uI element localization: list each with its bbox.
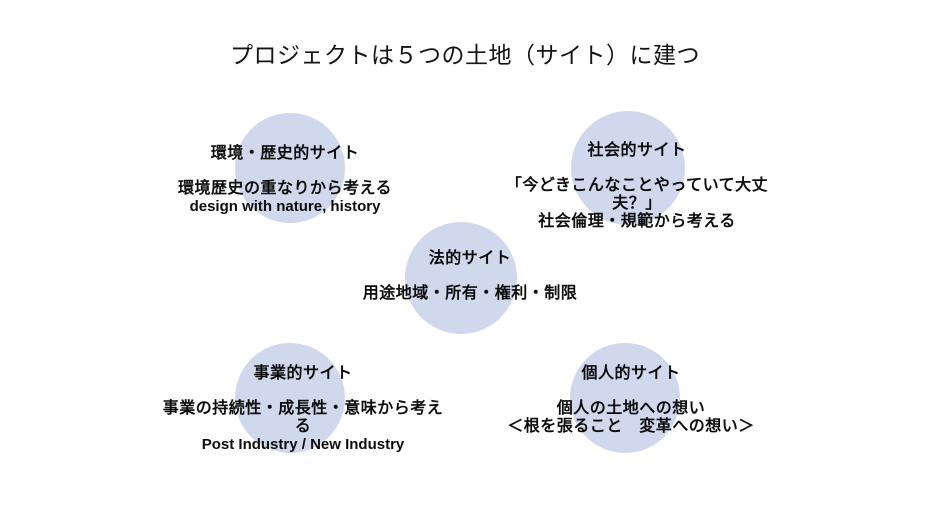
site-circle-social [571,111,685,225]
site-heading: 法的サイト [428,250,512,267]
site-description-line: 「今どきこんなことやっていて大丈 [505,177,769,194]
slide-title: プロジェクトは５つの土地（サイト）に建つ [230,42,700,68]
site-description-line: 社会倫理・規範から考える [538,213,736,230]
site-description: 事業の持続性・成長性・意味から考え る Post Industry / New … [143,400,463,454]
site-description: 用途地域・所有・権利・制限 [310,285,630,303]
site-description-line: Post Industry / New Industry [201,436,405,453]
site-personal: 個人的サイト 個人の土地への想い ＜根を張ること 変革への想い＞ [471,365,791,436]
site-environment-history: 環境・歴史的サイト 環境歴史の重なりから考える design with natu… [125,145,445,216]
site-description-line: 環境歴史の重なりから考える [177,180,393,197]
site-heading: 個人的サイト [581,365,681,382]
site-description-line: ＜根を張ること 変革への想い＞ [507,418,755,435]
site-heading: 事業的サイト [253,365,353,382]
site-heading: 社会的サイト [587,142,687,159]
site-heading: 環境・歴史的サイト [210,145,360,162]
site-description-line: design with nature, history [189,198,381,215]
site-description-line: る [294,418,312,435]
site-description-line: 用途地域・所有・権利・制限 [362,285,578,302]
site-circle-personal [570,343,680,453]
site-social: 社会的サイト 「今どきこんなことやっていて大丈 夫？」 社会倫理・規範から考える [477,142,797,231]
site-circle-environment-history [235,113,345,223]
site-legal: 法的サイト 用途地域・所有・権利・制限 [310,250,630,303]
site-circle-business [235,343,345,453]
site-business: 事業的サイト 事業の持続性・成長性・意味から考え る Post Industry… [143,365,463,454]
site-description: 「今どきこんなことやっていて大丈 夫？」 社会倫理・規範から考える [477,177,797,231]
site-description-line: 夫？」 [612,195,662,212]
site-description-line: 個人の土地への想い [556,400,706,417]
site-description: 個人の土地への想い ＜根を張ること 変革への想い＞ [471,400,791,436]
site-description: 環境歴史の重なりから考える design with nature, histor… [125,180,445,216]
site-description-line: 事業の持続性・成長性・意味から考え [162,400,444,417]
site-circle-legal [405,222,517,334]
